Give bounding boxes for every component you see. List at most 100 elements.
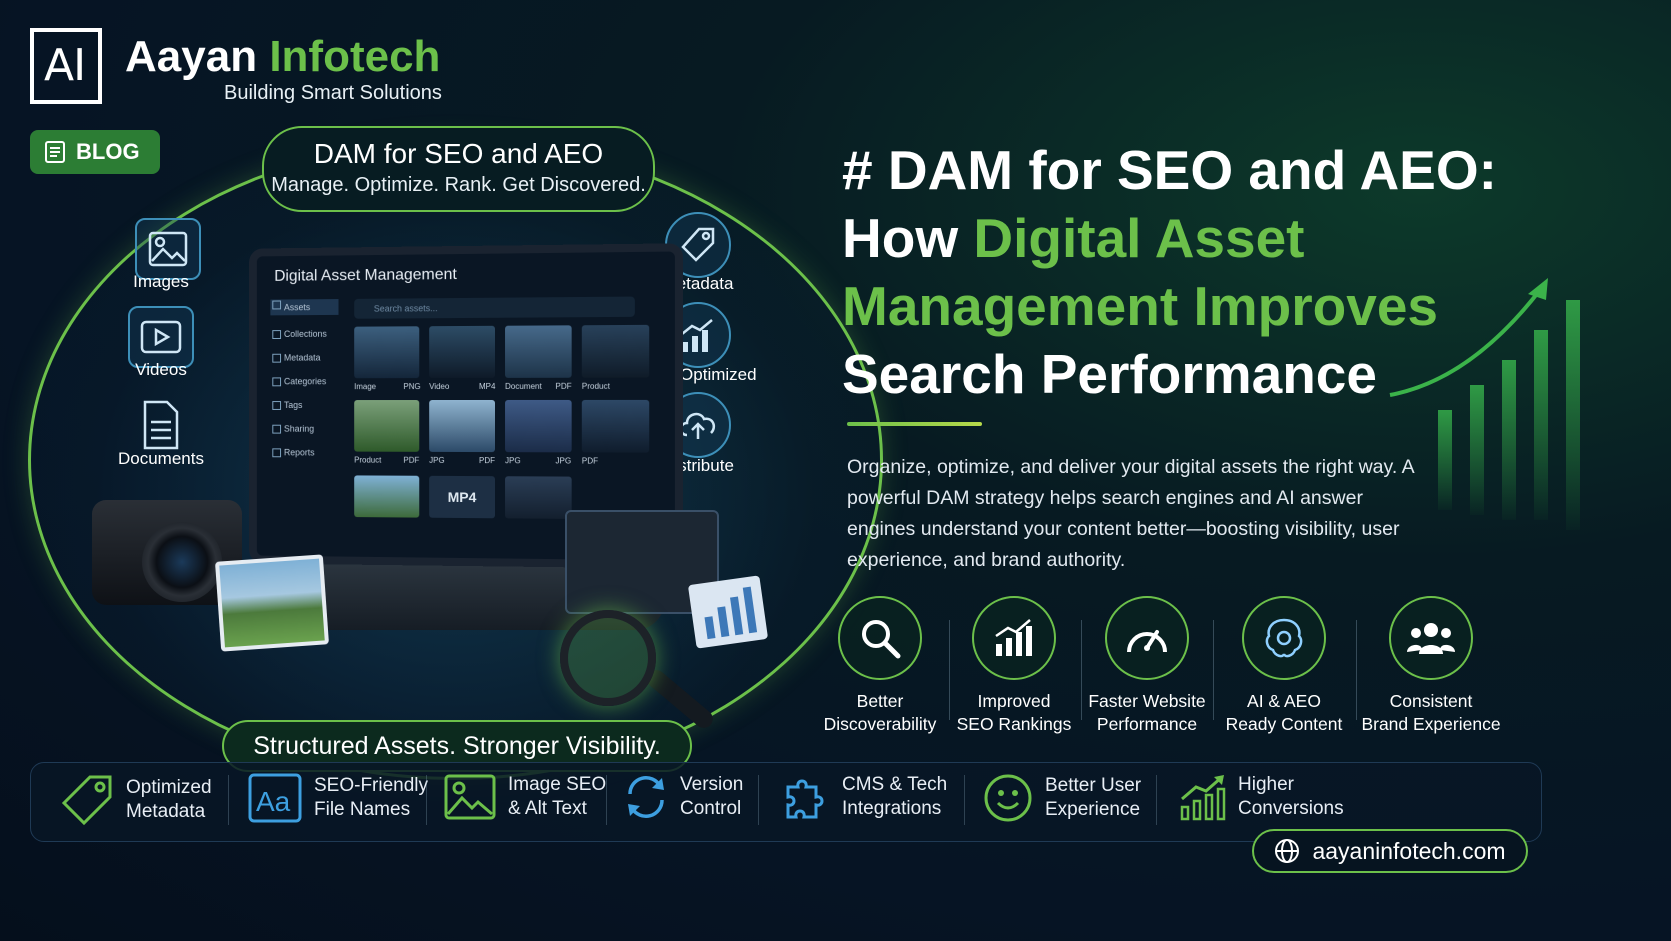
thumb-label: Product	[581, 381, 610, 391]
feature-label: Experience	[1045, 799, 1141, 820]
decor-bar	[1438, 410, 1452, 510]
benefit-label: Performance	[1096, 714, 1198, 734]
page-title: # DAM for SEO and AEO: How Digital Asset…	[842, 136, 1642, 408]
asset-thumb[interactable]	[505, 476, 572, 519]
puzzle-icon	[786, 779, 824, 819]
benefit-label: SEO Rankings	[956, 714, 1072, 734]
dam-sidebar-item-assets[interactable]: Assets	[270, 299, 339, 316]
asset-thumb[interactable]	[581, 324, 650, 378]
feature-label: CMS & Tech	[842, 774, 948, 795]
divider	[606, 775, 607, 825]
asset-thumb[interactable]	[505, 325, 572, 378]
growth-arrow-icon	[1389, 278, 1548, 397]
dam-sidebar-item-reports[interactable]: Reports	[270, 447, 338, 457]
decor-bar	[1470, 385, 1484, 515]
tag-icon	[61, 775, 112, 826]
chart-card-illustration	[687, 575, 769, 649]
thumb-label: PDF	[555, 381, 572, 391]
asset-thumb[interactable]	[429, 399, 496, 453]
hero-title-pill: DAM for SEO and AEO Manage. Optimize. Ra…	[262, 126, 655, 212]
feature-label: Metadata	[126, 801, 206, 822]
divider	[964, 775, 965, 825]
document-icon	[45, 141, 65, 163]
description-text: Organize, optimize, and deliver your dig…	[847, 456, 1414, 571]
thumb-label: Image	[354, 382, 377, 392]
asset-thumb[interactable]	[505, 399, 572, 453]
benefit-label: Brand Experience	[1361, 714, 1501, 734]
thumb-label: JPG	[555, 456, 572, 466]
website-link[interactable]: aayaninfotech.com	[1252, 829, 1528, 873]
dam-sidebar-item-collections[interactable]: Collections	[270, 329, 338, 339]
thumb-label: MP4	[478, 381, 496, 391]
divider	[1356, 620, 1357, 720]
title-line-4: Search Performance	[842, 343, 1377, 405]
feature-image-seo: Image SEO& Alt Text	[444, 773, 606, 821]
divider	[228, 775, 229, 825]
svg-text:Aa: Aa	[256, 786, 291, 817]
benefit-label: Better	[856, 691, 904, 711]
benefit-label: Consistent	[1389, 691, 1473, 711]
image-icon	[135, 218, 201, 280]
dam-sidebar-item-sharing[interactable]: Sharing	[270, 424, 338, 434]
divider	[758, 775, 759, 825]
hero-pill-subtitle: Manage. Optimize. Rank. Get Discovered.	[271, 174, 646, 196]
dam-sidebar-item-tags[interactable]: Tags	[270, 400, 338, 410]
asset-thumb[interactable]	[354, 475, 420, 518]
thumb-label: PNG	[403, 382, 421, 392]
ai-brain-icon	[1242, 596, 1326, 680]
side-label-documents: Documents	[118, 449, 204, 468]
thumb-label: JPG	[505, 456, 521, 466]
dam-sidebar-item-categories[interactable]: Categories	[270, 376, 338, 386]
thumb-label: PDF	[403, 455, 420, 465]
title-line-2: How Digital Asset	[842, 207, 1305, 269]
decor-bar	[1534, 330, 1548, 520]
asset-thumb[interactable]: MP4	[429, 475, 496, 519]
benefit-label: Ready Content	[1225, 714, 1343, 734]
dam-app-title: Digital Asset Management	[274, 266, 457, 285]
growth-chart-icon	[1180, 775, 1226, 821]
thumb-label: PDF	[581, 456, 599, 466]
brand-name: Aayan Infotech	[125, 32, 441, 81]
brand-tagline: Building Smart Solutions	[224, 82, 442, 104]
website-url[interactable]: aayaninfotech.com	[1312, 837, 1506, 864]
divider	[1213, 620, 1214, 720]
divider	[426, 775, 427, 825]
decor-bar	[1502, 360, 1516, 520]
dam-search-input[interactable]: Search assets...	[354, 296, 635, 319]
feature-label: Control	[680, 798, 742, 819]
landscape-photo-illustration	[214, 554, 330, 652]
feature-label: Integrations	[842, 798, 942, 819]
benefit-label: AI & AEO	[1247, 691, 1321, 711]
dam-sidebar: Assets Collections Metadata Categories T…	[270, 299, 339, 471]
benefit-label: Discoverability	[823, 714, 937, 734]
asset-thumb[interactable]	[429, 325, 496, 379]
smiley-icon	[984, 774, 1032, 822]
video-icon	[128, 306, 194, 368]
thumb-label: Video	[429, 382, 450, 392]
dam-sidebar-item-metadata[interactable]: Metadata	[270, 353, 338, 363]
blog-badge-label: BLOG	[76, 139, 140, 164]
feature-label: SEO-Friendly	[314, 775, 429, 796]
magnifier-icon	[560, 610, 656, 706]
feature-label: Higher	[1238, 774, 1294, 795]
asset-thumb[interactable]	[354, 326, 420, 379]
thumb-label: JPG	[429, 455, 445, 465]
feature-label: Version	[680, 774, 744, 795]
benefit-ai-aeo: AI & AEO Ready Content	[1214, 596, 1354, 736]
asset-thumb[interactable]	[581, 399, 650, 453]
feature-label: Optimized	[126, 777, 212, 798]
image-icon	[444, 774, 496, 820]
asset-thumb[interactable]	[354, 400, 420, 452]
blog-badge: BLOG	[30, 130, 160, 174]
feature-label: Conversions	[1238, 798, 1344, 819]
logo-mark: AI	[30, 28, 102, 104]
document-icon	[131, 394, 191, 456]
